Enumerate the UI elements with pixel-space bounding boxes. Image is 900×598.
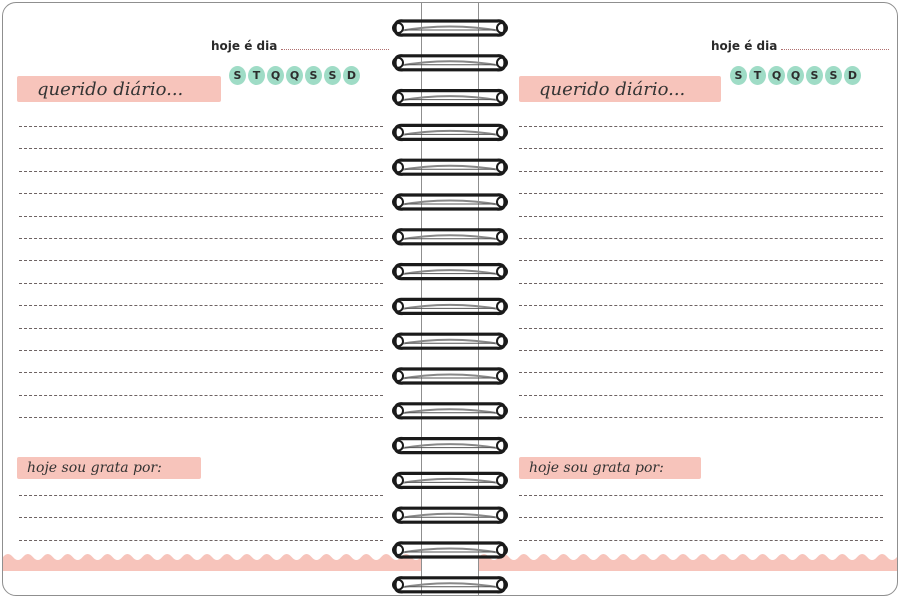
date-label: hoje é dia bbox=[711, 39, 778, 53]
left-page: hoje é dia S T Q Q S S D querido diário.… bbox=[2, 2, 422, 596]
writing-line[interactable] bbox=[19, 394, 383, 396]
day-circle-mon[interactable]: S bbox=[730, 66, 747, 85]
writing-line[interactable] bbox=[19, 260, 383, 262]
gratitude-label: hoje sou grata por: bbox=[27, 460, 162, 476]
writing-line[interactable] bbox=[19, 417, 383, 419]
writing-line[interactable] bbox=[19, 215, 383, 217]
gratitude-writing-line[interactable] bbox=[19, 495, 383, 496]
page-title: querido diário... bbox=[37, 78, 184, 100]
spiral-ring bbox=[392, 297, 508, 316]
writing-line[interactable] bbox=[19, 372, 383, 374]
spiral-ring bbox=[392, 576, 508, 594]
writing-line[interactable] bbox=[519, 327, 883, 329]
spine-strip bbox=[422, 2, 478, 596]
writing-line[interactable] bbox=[19, 148, 383, 150]
day-circle-sat[interactable]: S bbox=[324, 66, 341, 85]
day-circle-tue[interactable]: T bbox=[749, 66, 766, 85]
writing-line[interactable] bbox=[19, 327, 383, 329]
day-circle-sun[interactable]: D bbox=[844, 66, 861, 85]
writing-line[interactable] bbox=[19, 193, 383, 195]
day-circle-sun[interactable]: D bbox=[343, 66, 360, 85]
writing-line[interactable] bbox=[19, 282, 383, 284]
writing-line[interactable] bbox=[519, 148, 883, 150]
spiral-ring bbox=[392, 88, 508, 107]
writing-line[interactable] bbox=[519, 260, 883, 262]
spiral-ring bbox=[392, 332, 508, 350]
day-circle-fri[interactable]: S bbox=[305, 66, 322, 85]
gratitude-writing-line[interactable] bbox=[19, 517, 383, 519]
writing-line[interactable] bbox=[519, 170, 883, 172]
spiral-ring bbox=[392, 54, 508, 72]
gratitude-writing-line[interactable] bbox=[519, 539, 883, 541]
writing-line[interactable] bbox=[519, 305, 883, 307]
page-title: querido diário... bbox=[539, 78, 686, 100]
date-row: hoje é dia bbox=[211, 39, 390, 53]
writing-line[interactable] bbox=[519, 372, 883, 374]
writing-line[interactable] bbox=[519, 394, 883, 396]
writing-line[interactable] bbox=[519, 215, 883, 217]
day-circle-tue[interactable]: T bbox=[248, 66, 265, 85]
wave-border bbox=[3, 554, 421, 571]
writing-line[interactable] bbox=[19, 170, 383, 172]
writing-line[interactable] bbox=[19, 238, 383, 239]
writing-line[interactable] bbox=[519, 193, 883, 195]
day-circle-sat[interactable]: S bbox=[825, 66, 842, 85]
gratitude-writing-line[interactable] bbox=[519, 495, 883, 496]
gratitude-writing-line[interactable] bbox=[519, 517, 883, 519]
gratitude-writing-line[interactable] bbox=[19, 539, 383, 541]
day-circle-wed[interactable]: Q bbox=[768, 66, 785, 85]
writing-line[interactable] bbox=[519, 126, 883, 127]
writing-line[interactable] bbox=[519, 417, 883, 419]
writing-line[interactable] bbox=[519, 238, 883, 239]
date-row: hoje é dia bbox=[711, 39, 890, 53]
wave-border bbox=[479, 554, 897, 571]
writing-line[interactable] bbox=[519, 350, 883, 351]
right-page: hoje é dia S T Q Q S S D querido diário.… bbox=[478, 2, 898, 596]
spiral-ring bbox=[392, 158, 508, 176]
gratitude-band: hoje sou grata por: bbox=[519, 457, 701, 479]
spiral-ring bbox=[392, 506, 508, 524]
gratitude-band: hoje sou grata por: bbox=[17, 457, 201, 479]
writing-line[interactable] bbox=[519, 282, 883, 284]
writing-line[interactable] bbox=[19, 126, 383, 127]
page-title-band: querido diário... bbox=[519, 76, 721, 102]
weekday-selector: S T Q Q S S D bbox=[229, 66, 360, 85]
writing-line[interactable] bbox=[19, 305, 383, 307]
spiral-ring bbox=[392, 436, 508, 455]
spiral-ring bbox=[392, 123, 508, 142]
day-circle-mon[interactable]: S bbox=[229, 66, 246, 85]
writing-line[interactable] bbox=[19, 350, 383, 351]
day-circle-thu[interactable]: Q bbox=[286, 66, 303, 85]
spiral-ring bbox=[392, 262, 508, 281]
spiral-ring bbox=[392, 193, 508, 211]
spiral-ring bbox=[392, 541, 508, 559]
spiral-ring bbox=[392, 228, 508, 246]
spiral-ring bbox=[392, 367, 508, 385]
day-circle-wed[interactable]: Q bbox=[267, 66, 284, 85]
spiral-ring bbox=[392, 471, 508, 490]
date-fill-line[interactable] bbox=[781, 49, 890, 50]
weekday-selector: S T Q Q S S D bbox=[730, 66, 861, 85]
gratitude-label: hoje sou grata por: bbox=[529, 460, 664, 476]
spiral-ring bbox=[392, 19, 508, 37]
spiral-binding bbox=[392, 19, 508, 594]
page-title-band: querido diário... bbox=[17, 76, 221, 102]
date-label: hoje é dia bbox=[211, 39, 278, 53]
day-circle-thu[interactable]: Q bbox=[787, 66, 804, 85]
spiral-ring bbox=[392, 402, 508, 420]
day-circle-fri[interactable]: S bbox=[806, 66, 823, 85]
date-fill-line[interactable] bbox=[281, 49, 390, 50]
